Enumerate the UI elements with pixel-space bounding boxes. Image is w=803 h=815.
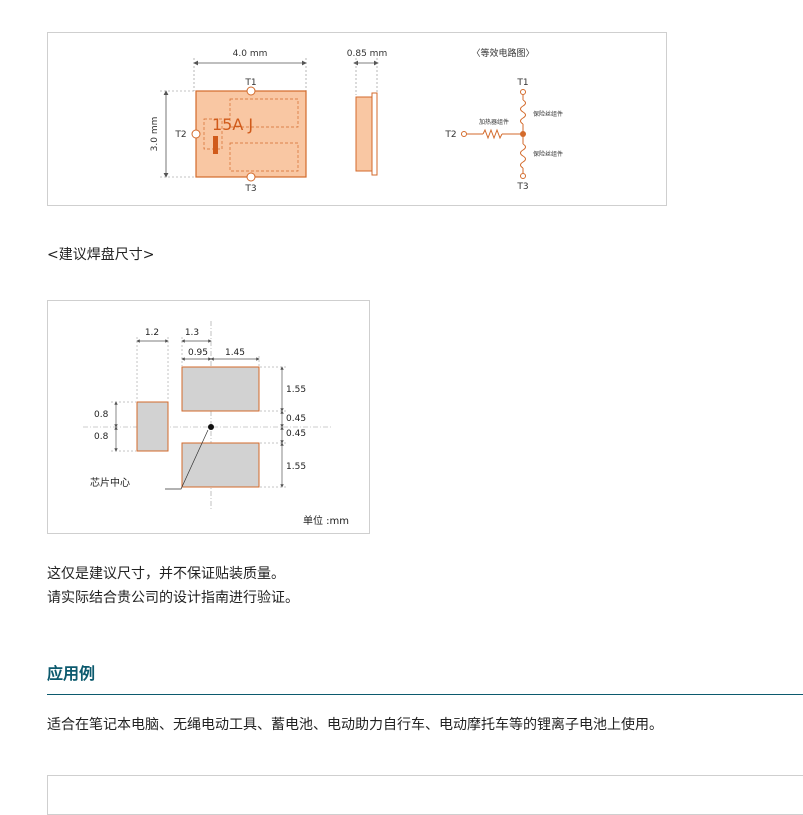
pkg-t1-label: T1 xyxy=(244,78,256,88)
pad-t1 xyxy=(181,366,260,412)
dim-1-55-bottom: 1.55 xyxy=(286,462,306,472)
dim-1-45: 1.45 xyxy=(225,348,245,358)
chip-center-label: 芯片中心 xyxy=(90,476,130,489)
package-diagram: 4.0 mm 3.0 mm 15A J T1 T2 T3 0.85 mm 〈等效… xyxy=(150,47,563,194)
width-label: 4.0 mm xyxy=(233,49,268,59)
circuit-t1-label: T1 xyxy=(516,78,528,88)
fuse-label-upper: 保险丝组件 xyxy=(533,110,563,118)
chip-center-dot xyxy=(208,424,214,430)
pkg-t3-label: T3 xyxy=(244,184,256,194)
dim-0-95: 0.95 xyxy=(188,348,208,358)
circuit-t3-label: T3 xyxy=(516,182,528,192)
heater-resistor-symbol xyxy=(482,128,503,140)
pad-section-title: <建议焊盘尺寸> xyxy=(47,247,155,263)
pkg-t2-label: T2 xyxy=(174,130,186,140)
polarity-bar xyxy=(213,136,218,154)
dim-0-8-top: 0.8 xyxy=(94,410,109,420)
next-figure-box xyxy=(47,775,803,815)
note-line-2: 请实际结合贵公司的设计指南进行验证。 xyxy=(47,590,299,606)
pad-t2 xyxy=(136,401,169,452)
pad-diagram: 1.2 1.3 0.95 1.45 1.55 0.45 0.45 1.55 0.… xyxy=(83,321,349,527)
upper-fuse-symbol xyxy=(520,99,526,125)
package-marking: 15A J xyxy=(212,115,253,134)
dim-1-3: 1.3 xyxy=(185,328,199,338)
circuit-title: 〈等效电路图〉 xyxy=(471,47,534,59)
thickness-label: 0.85 mm xyxy=(347,49,387,59)
lower-fuse-symbol xyxy=(520,143,526,169)
dim-0-45-bottom: 0.45 xyxy=(286,429,306,439)
heading-divider xyxy=(47,694,803,695)
application-text: 适合在笔记本电脑、无绳电动工具、蓄电池、电动助力自行车、电动摩托车等的锂离子电池… xyxy=(47,717,663,733)
package-body xyxy=(195,90,307,178)
package-figure: 4.0 mm 3.0 mm 15A J T1 T2 T3 0.85 mm 〈等效… xyxy=(47,32,667,206)
heater-label: 加热器组件 xyxy=(479,118,509,126)
note-line-1: 这仅是建议尺寸，并不保证贴装质量。 xyxy=(47,566,285,582)
fuse-label-lower: 保险丝组件 xyxy=(533,150,563,158)
dim-1-2: 1.2 xyxy=(145,328,159,338)
dim-1-55-top: 1.55 xyxy=(286,385,306,395)
unit-label: 单位 :mm xyxy=(303,514,349,527)
dim-0-45-top: 0.45 xyxy=(286,414,306,424)
height-label: 3.0 mm xyxy=(150,117,160,152)
circuit-t2-label: T2 xyxy=(444,130,456,140)
pad-figure: 1.2 1.3 0.95 1.45 1.55 0.45 0.45 1.55 0.… xyxy=(47,300,370,534)
application-heading: 应用例 xyxy=(47,664,96,683)
pad-t3 xyxy=(181,442,260,488)
side-view-body xyxy=(355,96,373,172)
dim-0-8-bottom: 0.8 xyxy=(94,432,109,442)
